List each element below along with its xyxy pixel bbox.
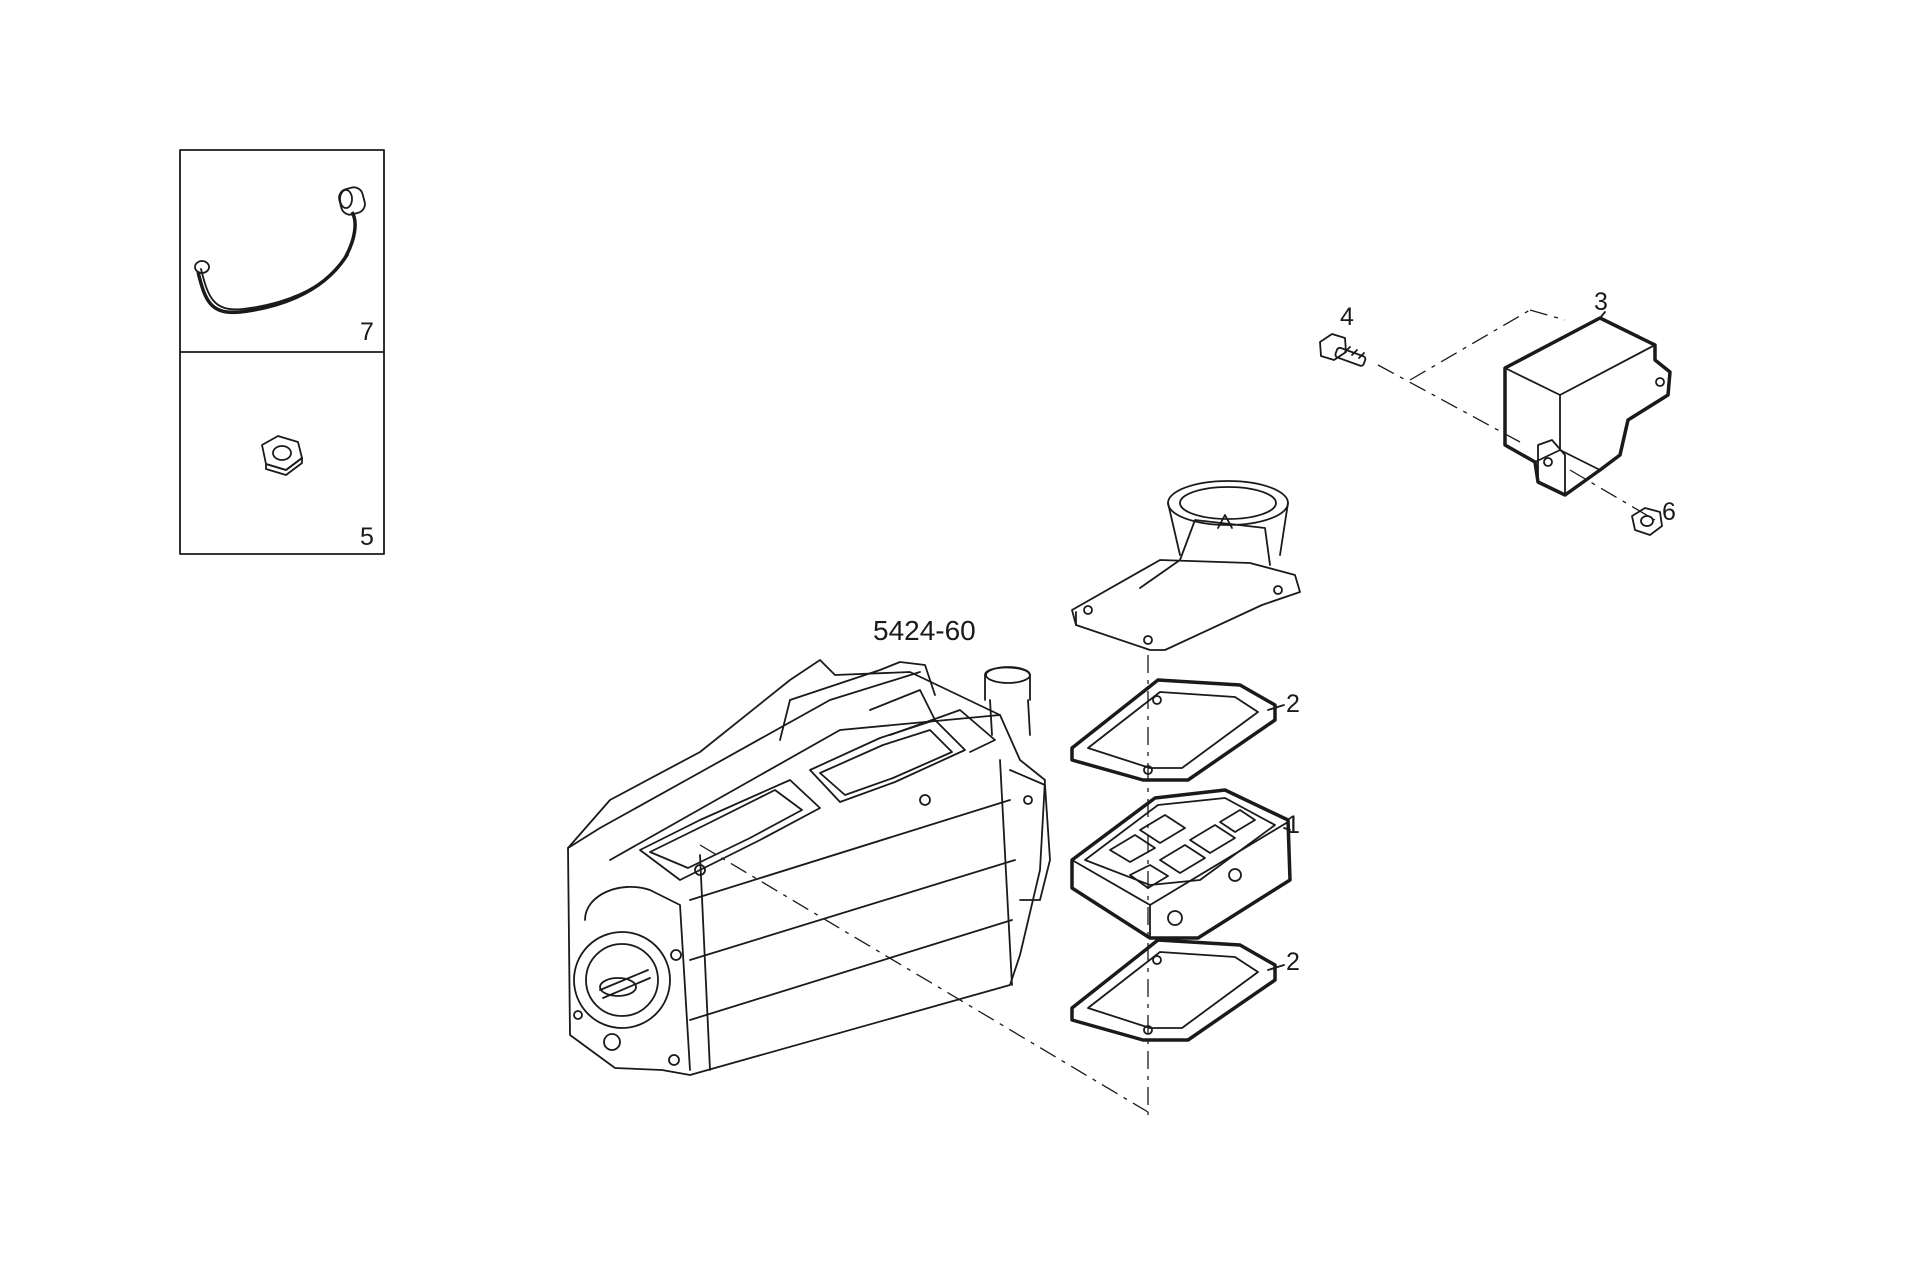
nut-part[interactable] [261, 435, 303, 476]
gasket-bottom[interactable] [1070, 938, 1277, 1042]
callout-3: 3 [1594, 288, 1608, 316]
callout-7: 7 [360, 318, 374, 346]
supercharger-housing[interactable] [567, 659, 1051, 1076]
assembly-lines [699, 309, 1656, 1115]
callout-2-bottom: 2 [1286, 948, 1300, 976]
inset-panel: 7 5 [179, 149, 385, 555]
reed-valve-block[interactable] [1070, 788, 1292, 940]
leader-lines [1267, 311, 1606, 971]
callout-4: 4 [1340, 303, 1354, 331]
assembly-reference: 5424-60 [873, 615, 976, 646]
cable-part[interactable] [194, 185, 367, 315]
bracket-box[interactable] [1503, 316, 1672, 497]
bolt-part[interactable] [1319, 333, 1367, 367]
callout-6: 6 [1662, 498, 1676, 526]
gasket-top[interactable] [1070, 678, 1277, 782]
callout-2-top: 2 [1286, 690, 1300, 718]
callout-5: 5 [360, 523, 374, 551]
nut-small-part[interactable] [1631, 507, 1663, 536]
inlet-adapter[interactable] [1071, 480, 1301, 651]
callout-1: 1 [1286, 811, 1300, 839]
